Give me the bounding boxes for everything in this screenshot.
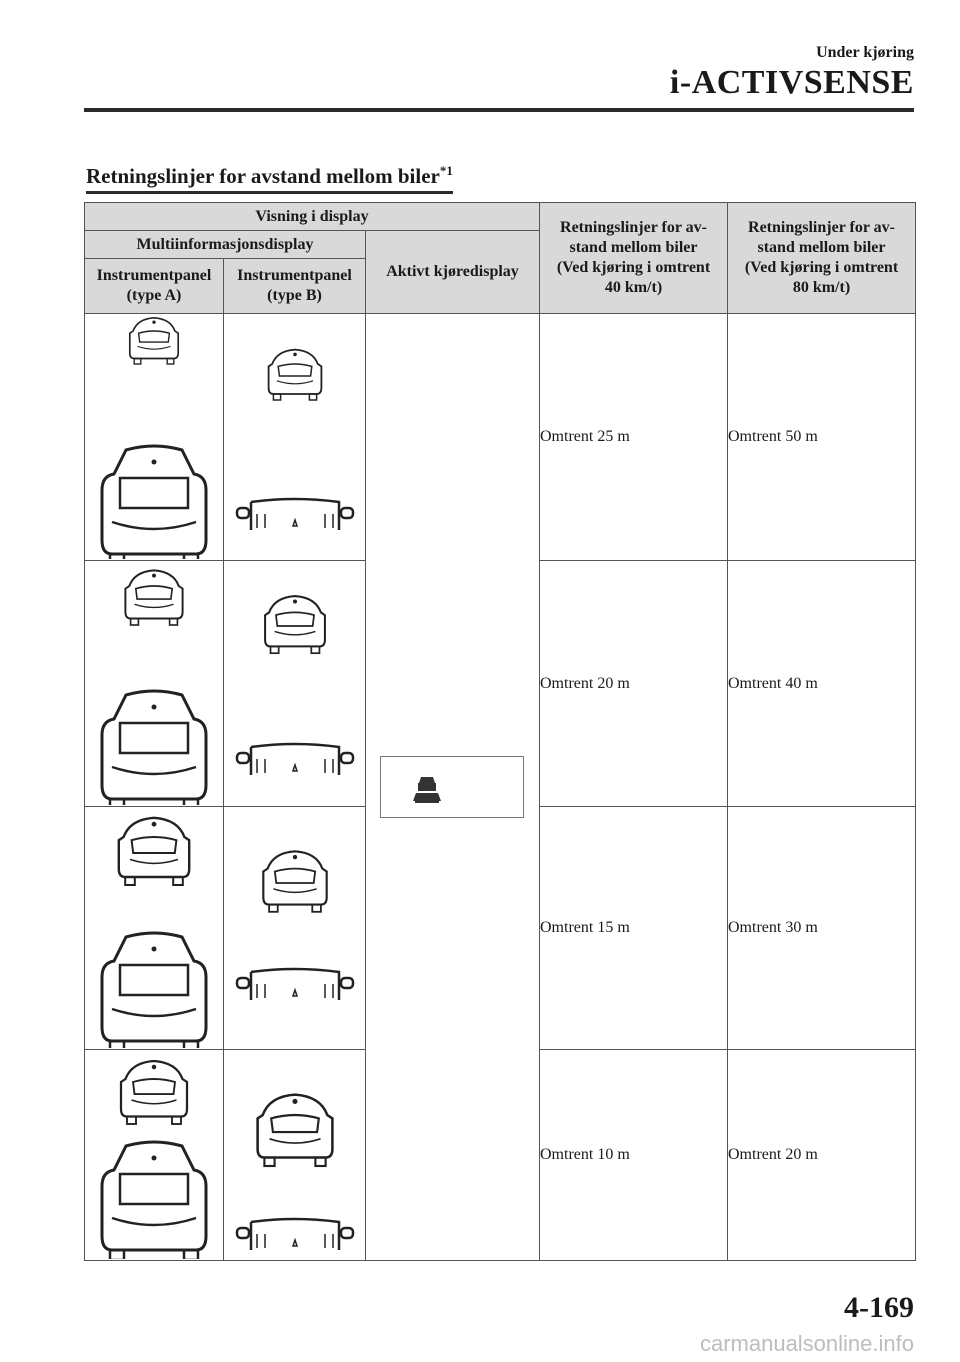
table-row: Omtrent 20 m Omtrent 40 m (84, 560, 916, 807)
dashboard-front-icon (235, 497, 355, 530)
header-panel-a: Instrumentpanel (type A) (84, 258, 224, 314)
vehicle-distance-indicator (380, 756, 524, 818)
car-rear-icon (124, 569, 184, 626)
car-rear-icon (256, 1093, 334, 1168)
panel-a-cell (84, 1049, 224, 1261)
dashboard-front-icon (235, 1217, 355, 1250)
panel-b-cell (223, 806, 366, 1050)
own-car-icon (100, 1140, 208, 1259)
car-rear-icon (117, 816, 191, 887)
table-row: Omtrent 10 m Omtrent 20 m (84, 1049, 916, 1261)
footnote-marker: *1 (439, 163, 453, 178)
panel-b-cell (223, 1049, 366, 1261)
car-rear-icon (128, 316, 180, 365)
section-title-text: Retningslinjer for avstand mellom biler (86, 164, 440, 188)
panel-b-cell (223, 313, 366, 561)
header-panel-b-l2: (type B) (267, 287, 322, 304)
header-guide-40-l3: (Ved kjøring i omtrent (556, 259, 711, 276)
header-guide-40-l1: Retningslinjer for av- (560, 219, 707, 236)
header-guide-80-l3: (Ved kjøring i omtrent (744, 259, 899, 276)
header-guide-80-l1: Retningslinjer for av- (748, 219, 895, 236)
header-guide-80: Retningslinjer for av- stand mellom bile… (727, 202, 916, 314)
active-display-cell (365, 313, 540, 1261)
panel-a-cell (84, 313, 224, 561)
page-number: 4-169 (844, 1291, 914, 1324)
header-panel-b-l1: Instrumentpanel (237, 267, 352, 284)
panel-a-cell (84, 560, 224, 807)
header-guide-40-l2: stand mellom biler (569, 239, 698, 256)
header-active-display: Aktivt kjøredisplay (365, 230, 540, 314)
header-display: Visning i display (84, 202, 540, 231)
distance-40-cell: Omtrent 10 m (539, 1049, 728, 1261)
distance-80-cell: Omtrent 50 m (727, 313, 916, 561)
car-rear-icon (267, 348, 323, 401)
own-car-icon (100, 931, 208, 1048)
header-guide-80-l2: stand mellom biler (757, 239, 886, 256)
distance-40-cell: Omtrent 20 m (539, 560, 728, 807)
distance-guide-table: Visning i display Retningslinjer for av-… (84, 202, 916, 1261)
car-rear-icon (262, 850, 328, 913)
panel-b-cell (223, 560, 366, 807)
header-panel-b: Instrumentpanel (type B) (223, 258, 366, 314)
dashboard-front-icon (235, 742, 355, 775)
distance-40-cell: Omtrent 15 m (539, 806, 728, 1050)
vehicle-distance-indicator-icon (413, 777, 441, 803)
own-car-icon (100, 444, 208, 559)
header-guide-40-l4: 40 km/t) (604, 279, 663, 296)
watermark: carmanualsonline.info (699, 1331, 914, 1356)
table-row: Omtrent 25 m Omtrent 50 m (84, 313, 916, 1261)
header-title: i-ACTIVSENSE (669, 64, 914, 101)
car-rear-icon (119, 1059, 189, 1125)
distance-40-cell: Omtrent 25 m (539, 313, 728, 561)
distance-80-cell: Omtrent 30 m (727, 806, 916, 1050)
section-title: Retningslinjer for avstand mellom biler*… (86, 163, 453, 194)
distance-80-cell: Omtrent 40 m (727, 560, 916, 807)
header-guide-80-l4: 80 km/t) (792, 279, 851, 296)
panel-a-cell (84, 806, 224, 1050)
dashboard-front-icon (235, 967, 355, 1000)
header-rule (84, 108, 914, 112)
header-panel-a-l1: Instrumentpanel (96, 267, 212, 284)
header-section: Under kjøring (816, 44, 914, 61)
distance-80-cell: Omtrent 20 m (727, 1049, 916, 1261)
table-row: Omtrent 15 m Omtrent 30 m (84, 806, 916, 1050)
header-panel-a-l2: (type A) (126, 287, 182, 304)
header-multiinfo: Multiinformasjonsdisplay (84, 230, 366, 259)
car-rear-icon (264, 595, 326, 655)
header-guide-40: Retningslinjer for av- stand mellom bile… (539, 202, 728, 314)
own-car-icon (100, 689, 208, 805)
